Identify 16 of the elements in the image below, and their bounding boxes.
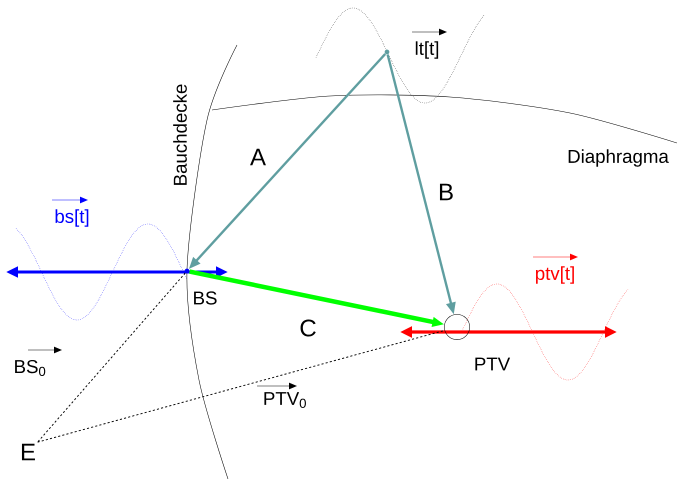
text-label: ptv[t]	[536, 266, 574, 284]
vertex-point	[384, 50, 390, 54]
text-label: Diaphragma	[568, 149, 669, 167]
text-label: BS$_{0}$	[15, 360, 46, 376]
point-label: E	[22, 444, 35, 460]
edge-label: A	[248, 147, 268, 167]
text-label: Bauchdecke	[173, 84, 187, 185]
edge-label: C	[298, 318, 318, 338]
text-label: PTV$_{0}$	[264, 392, 306, 408]
vertex-point	[184, 268, 190, 274]
edge-label: B	[436, 182, 456, 202]
point-label: PTV	[475, 358, 510, 370]
text-label: lt[t]	[416, 41, 438, 59]
text-label: bs[t]	[56, 209, 88, 227]
target-circle	[444, 314, 470, 340]
point-label: BS	[194, 291, 217, 305]
